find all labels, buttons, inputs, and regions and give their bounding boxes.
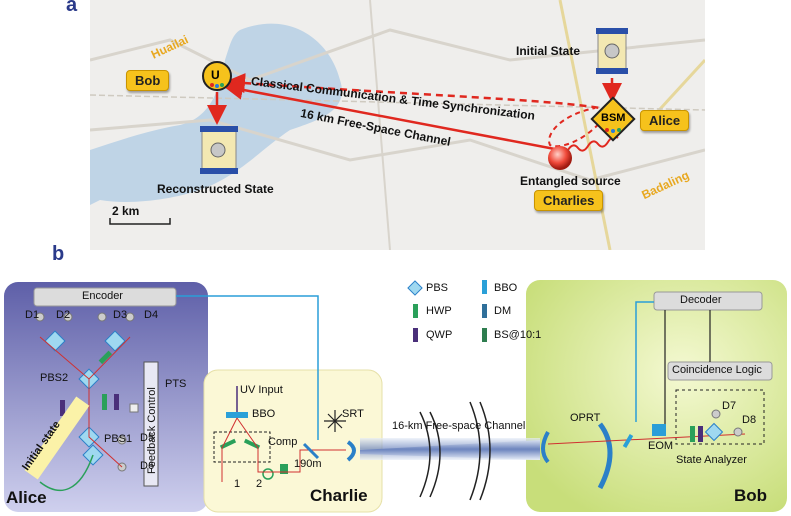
oprt-telescope xyxy=(541,431,550,464)
state-analyzer-label: State Analyzer xyxy=(676,454,747,466)
alice-title: Alice xyxy=(6,488,47,507)
d7-label: D7 xyxy=(722,400,737,412)
reconstructed-state-label: Reconstructed State xyxy=(157,182,274,196)
charlie-optics xyxy=(213,386,346,482)
legend-bs-symbol xyxy=(482,328,487,342)
legend-bs-label: BS@10:1 xyxy=(494,329,542,341)
legend-qwp-symbol xyxy=(413,328,418,342)
decoder-bar xyxy=(653,291,763,311)
u-node xyxy=(202,61,232,91)
charlies-tag: Charlies xyxy=(534,190,604,211)
fiber-label: 190m xyxy=(294,458,322,470)
legend-dm-symbol xyxy=(482,304,487,318)
panel-a: a xyxy=(0,0,791,250)
entangled-source-sphere xyxy=(548,146,572,170)
bob-box xyxy=(526,280,787,512)
initial-state-label: Initial State xyxy=(516,44,581,58)
legend-bbo-symbol xyxy=(482,280,487,294)
pts-label: PTS xyxy=(165,378,187,390)
bob-tag: Bob xyxy=(126,70,170,91)
port-2-label: 2 xyxy=(256,478,263,490)
detector-d6: D6 xyxy=(140,460,155,472)
detector-d1: D1 xyxy=(25,309,40,321)
bsm-node-label: BSM xyxy=(601,112,626,124)
entangled-source-label: Entangled source xyxy=(520,174,621,188)
bsm-node xyxy=(590,96,636,142)
coincidence-box xyxy=(667,361,773,381)
initial-state-icon xyxy=(596,28,628,74)
free-space-channel-line xyxy=(223,79,561,152)
eom-label: EOM xyxy=(648,440,674,452)
port-1-label: 1 xyxy=(234,478,241,490)
panel-a-label: a xyxy=(66,0,78,16)
bbo-label: BBO xyxy=(252,408,276,420)
legend-dm-label: DM xyxy=(494,305,512,317)
alice-optics xyxy=(24,312,159,491)
coincidence-label: Coincidence Logic xyxy=(672,364,762,376)
entanglement-link xyxy=(567,135,619,152)
legend-hwp-label: HWP xyxy=(426,305,452,317)
comp-label: Comp xyxy=(268,436,298,448)
decoder-wire xyxy=(635,301,654,422)
scale-label: 2 km xyxy=(112,204,140,218)
channel-label: 16-km Free-space Channel xyxy=(392,420,526,432)
d8-label: D8 xyxy=(742,414,757,426)
legend-hwp-symbol xyxy=(413,304,418,318)
feedback-label: Feedback Control xyxy=(146,387,158,474)
bob-title: Bob xyxy=(734,486,768,505)
u-node-label: U xyxy=(211,68,220,82)
legend xyxy=(407,280,487,342)
srt-label: SRT xyxy=(342,408,364,420)
legend-qwp-label: QWP xyxy=(426,329,453,341)
encoder-label: Encoder xyxy=(82,290,123,302)
pbs1-label: PBS1 xyxy=(104,433,133,445)
alice-tag: Alice xyxy=(640,110,690,131)
setup-diagram xyxy=(4,280,787,513)
initial-state-band xyxy=(24,396,90,480)
pbs2-label: PBS2 xyxy=(40,372,69,384)
legend-bbo-label: BBO xyxy=(494,282,518,294)
srt-telescope xyxy=(346,440,356,462)
scale-bar xyxy=(109,218,171,225)
detector-d5: D5 xyxy=(140,432,155,444)
panel-b-label: b xyxy=(52,243,65,265)
encoder-wire xyxy=(176,295,319,440)
encoder-bar xyxy=(33,287,177,307)
legend-pbs-label: PBS xyxy=(426,282,449,294)
legend-pbs-symbol xyxy=(407,280,423,296)
detector-d4: D4 xyxy=(144,309,159,321)
decoder-label: Decoder xyxy=(680,294,722,306)
classical-channel-line xyxy=(225,73,611,112)
eom xyxy=(652,424,666,436)
reconstructed-state-icon xyxy=(200,126,238,174)
detector-d2: D2 xyxy=(56,309,71,321)
uv-input-label: UV Input xyxy=(240,384,283,396)
charlie-title: Charlie xyxy=(310,486,368,505)
map-figure xyxy=(90,0,705,250)
feedback-box xyxy=(143,361,159,487)
oprt-label: OPRT xyxy=(570,412,601,424)
state-analyzer-box xyxy=(675,389,765,445)
detector-d3: D3 xyxy=(113,309,128,321)
